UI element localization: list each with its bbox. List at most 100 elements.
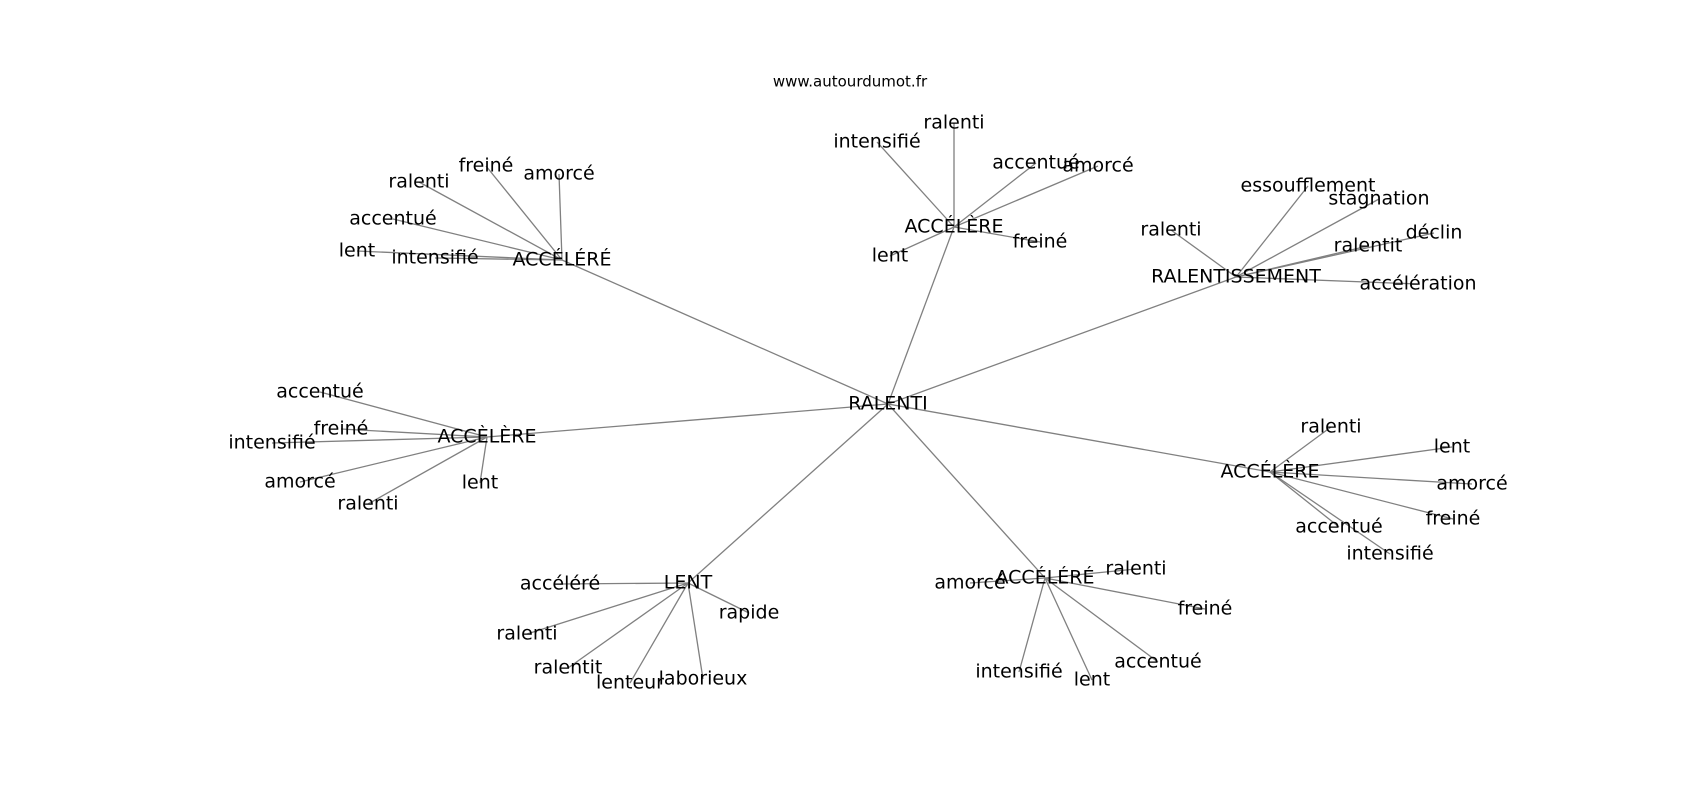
edge-cluster-3-leaf-2: [271, 436, 488, 444]
leaf-node-label: freiné: [1013, 231, 1068, 253]
cluster-node-label: ACCÉLÉRÉ: [996, 566, 1095, 589]
leaf-node-label: essoufflement: [1241, 175, 1376, 197]
leaf-node-label: accentué: [276, 381, 363, 403]
edge-root-cluster-5: [687, 403, 889, 584]
edge-cluster-4-leaf-0: [1269, 426, 1332, 473]
leaf-node-label: amorcé: [1436, 473, 1507, 495]
edge-cluster-2-leaf-1: [1235, 198, 1380, 278]
edge-root-cluster-2: [887, 276, 1237, 405]
leaf-node-label: ralenti: [923, 112, 984, 134]
cluster-node-label: ACCÈLÈRE: [438, 425, 537, 448]
edge-cluster-2-leaf-4: [1235, 245, 1369, 278]
edge-cluster-1-leaf-5: [889, 226, 955, 257]
leaf-node-label: laborieux: [659, 668, 748, 690]
leaf-node-label: amorcé: [523, 163, 594, 185]
edge-cluster-2-leaf-2: [1170, 229, 1237, 278]
leaf-node-label: lent: [462, 472, 498, 494]
edge-cluster-3-leaf-0: [319, 391, 488, 438]
edge-root-cluster-0: [561, 259, 889, 405]
leaf-node-label: accentué: [349, 208, 436, 230]
cluster-node-label: RALENTISSEMENT: [1151, 266, 1321, 288]
edge-cluster-6-leaf-2: [1044, 577, 1206, 610]
leaf-node-label: accentué: [1114, 651, 1201, 673]
leaf-node-label: accélération: [1359, 273, 1476, 295]
leaf-node-label: lent: [872, 245, 908, 267]
edge-cluster-5-leaf-4: [629, 582, 689, 684]
leaf-node-label: accentué: [1295, 516, 1382, 538]
cluster-node-label: ACCÉLÈRE: [1221, 460, 1320, 483]
leaf-node-label: ralenti: [1105, 558, 1166, 580]
edge-cluster-1-leaf-3: [953, 165, 1099, 228]
leaf-node-label: ralenti: [337, 493, 398, 515]
edge-cluster-5-leaf-1: [687, 582, 750, 614]
leaf-node-label: intensifié: [1346, 543, 1433, 565]
leaf-node-label: amorcé: [264, 471, 335, 493]
edge-cluster-0-leaf-1: [485, 165, 563, 261]
leaf-node-label: déclin: [1406, 222, 1463, 244]
leaf-node-label: ralentit: [1334, 235, 1403, 257]
leaf-node-label: ralenti: [388, 171, 449, 193]
edge-root-cluster-3: [486, 403, 889, 438]
leaf-node-label: ralentit: [534, 657, 603, 679]
edge-cluster-6-leaf-1: [1044, 568, 1137, 579]
edge-cluster-6-leaf-5: [1018, 577, 1046, 673]
edge-cluster-5-leaf-3: [567, 582, 689, 669]
leaf-node-label: lent: [339, 240, 375, 262]
edge-cluster-6-leaf-4: [1044, 577, 1093, 681]
leaf-node-label: amorcé: [934, 572, 1005, 594]
leaf-node-label: freiné: [1178, 598, 1233, 620]
edge-cluster-0-leaf-2: [558, 173, 563, 261]
leaf-node-label: lent: [1434, 436, 1470, 458]
edge-cluster-0-leaf-3: [392, 218, 563, 261]
leaf-node-label: lenteur: [596, 672, 664, 694]
edge-cluster-4-leaf-5: [1269, 471, 1391, 555]
cluster-node-label: ACCÉLÈRE: [905, 215, 1004, 238]
edge-cluster-2-leaf-5: [1235, 276, 1419, 285]
edge-cluster-3-leaf-4: [367, 436, 488, 505]
leaf-node-label: intensifié: [833, 131, 920, 153]
graph-edges: [271, 123, 1473, 684]
edge-cluster-3-leaf-3: [299, 436, 488, 483]
cluster-node-label: ACCÉLÉRÉ: [513, 248, 612, 271]
edge-cluster-1-leaf-4: [953, 226, 1041, 243]
leaf-node-label: rapide: [719, 602, 780, 624]
leaf-node-label: accentué: [992, 152, 1079, 174]
edge-root-cluster-1: [887, 226, 955, 405]
edge-cluster-1-leaf-1: [876, 141, 955, 228]
leaf-node-label: lent: [1074, 669, 1110, 691]
source-caption: www.autourdumot.fr: [773, 73, 928, 91]
edge-cluster-3-leaf-5: [479, 436, 488, 484]
edge-cluster-0-leaf-5: [434, 257, 563, 261]
edge-root-cluster-4: [887, 403, 1271, 473]
leaf-node-label: freiné: [459, 155, 514, 177]
leaf-node-label: amorcé: [1062, 155, 1133, 177]
edge-cluster-2-leaf-0: [1235, 185, 1309, 278]
leaf-node-label: ralenti: [1300, 416, 1361, 438]
leaf-node-label: intensifié: [228, 432, 315, 454]
edge-cluster-4-leaf-1: [1269, 446, 1453, 473]
leaf-node-label: accéléré: [520, 573, 600, 595]
edge-cluster-6-leaf-3: [1044, 577, 1159, 663]
leaf-node-label: intensifié: [975, 661, 1062, 683]
root-node-label: RALENTI: [848, 393, 927, 415]
edge-cluster-4-leaf-3: [1269, 471, 1454, 520]
edge-cluster-0-leaf-4: [356, 250, 563, 261]
leaf-node-label: freiné: [314, 418, 369, 440]
leaf-node-label: intensifié: [391, 247, 478, 269]
cluster-node-label: LENT: [664, 572, 713, 594]
edge-cluster-5-leaf-0: [559, 582, 689, 585]
edge-cluster-3-leaf-1: [340, 428, 488, 438]
leaf-node-label: ralenti: [496, 623, 557, 645]
edge-cluster-6-leaf-0: [969, 577, 1046, 584]
edge-cluster-4-leaf-4: [1269, 471, 1340, 528]
leaf-node-label: freiné: [1426, 508, 1481, 530]
edge-cluster-0-leaf-0: [418, 181, 563, 261]
edge-cluster-4-leaf-2: [1269, 471, 1473, 485]
edge-cluster-1-leaf-2: [953, 162, 1037, 228]
edge-root-cluster-6: [887, 403, 1046, 579]
edge-cluster-5-leaf-5: [687, 582, 704, 680]
leaf-node-label: stagnation: [1328, 188, 1429, 210]
leaf-node-label: ralenti: [1140, 219, 1201, 241]
